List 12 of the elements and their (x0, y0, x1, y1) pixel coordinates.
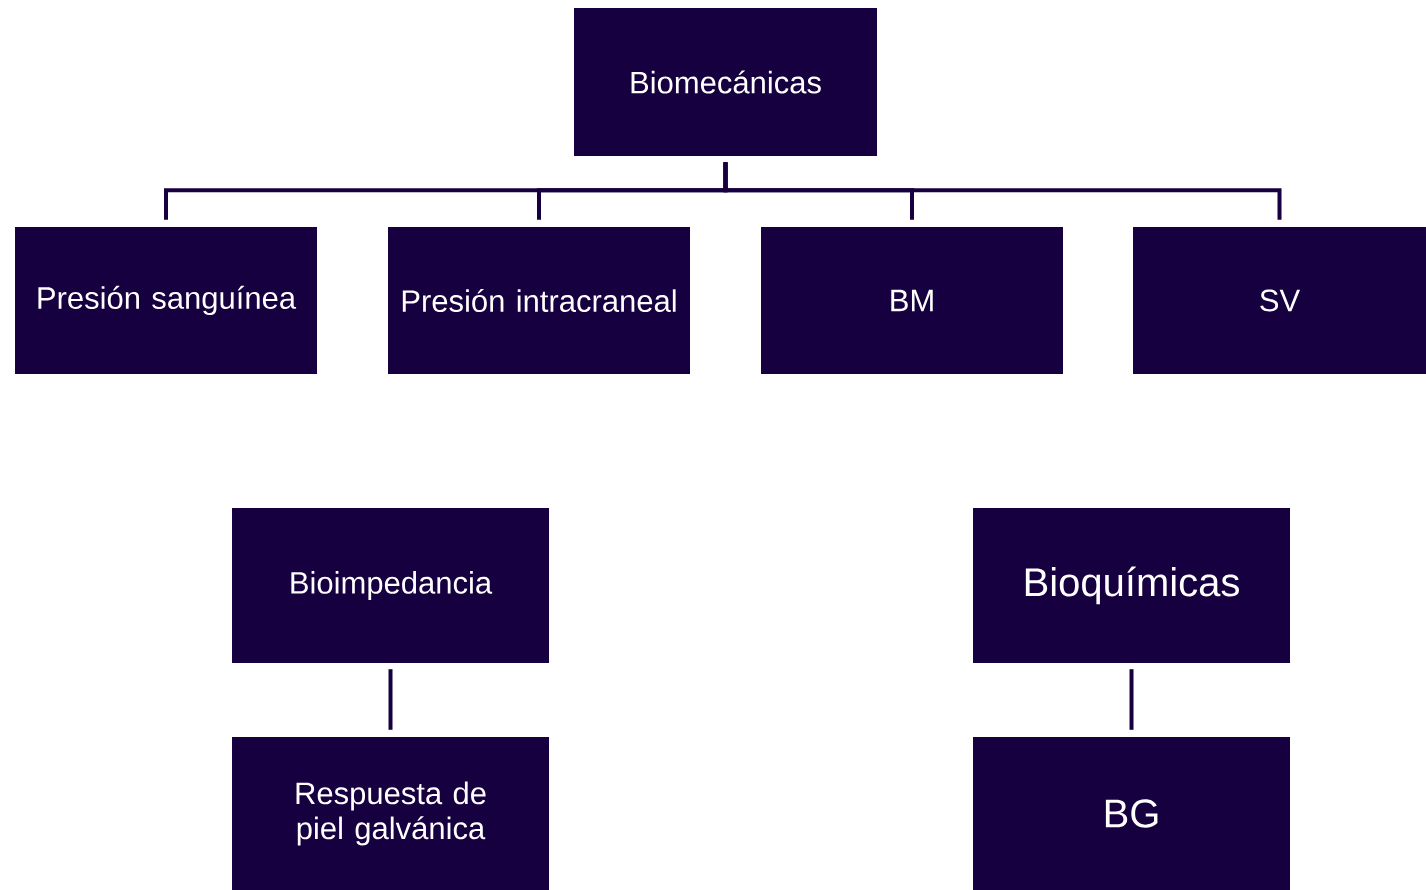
category-box: Presión sanguínea (15, 227, 317, 374)
category-box: Bioquímicas (973, 508, 1290, 663)
category-box: Biomecánicas (574, 8, 877, 156)
connector-line (723, 162, 1282, 220)
category-box: BM (761, 227, 1063, 374)
connector-line (1129, 669, 1134, 730)
category-box: BG (973, 737, 1290, 890)
category-box: Presión intracraneal (388, 227, 690, 374)
connector-line (388, 669, 393, 730)
category-box: Respuesta de piel galvánica (232, 737, 549, 890)
category-box: SV (1133, 227, 1426, 374)
category-box: Bioimpedancia (232, 508, 549, 663)
